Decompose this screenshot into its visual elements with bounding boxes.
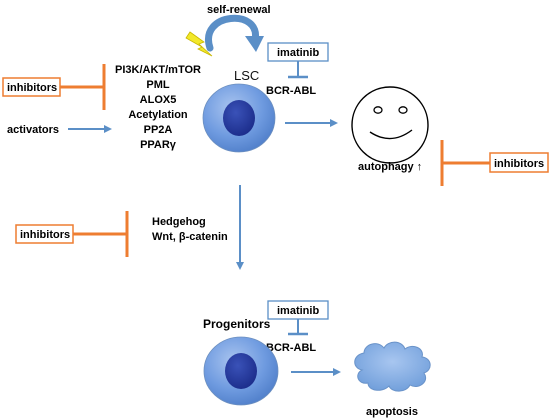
bcr-abl-label-top: BCR-ABL — [266, 85, 316, 97]
pathway-item: Acetylation — [128, 109, 188, 121]
pathway-list-top: PI3K/AKT/mTOR PML ALOX5 Acetylation PP2A… — [115, 64, 201, 151]
apoptosis-label: apoptosis — [366, 406, 418, 418]
bcr-abl-label-bottom: BCR-ABL — [266, 342, 316, 354]
inhibition-bar-middle — [73, 211, 129, 257]
pathway-wnt: Wnt, β-catenin — [152, 231, 228, 243]
pathway-item: ALOX5 — [140, 94, 177, 106]
progenitors-label: Progenitors — [203, 317, 271, 331]
lightning-icon — [185, 31, 213, 57]
self-renewal-label: self-renewal — [207, 4, 271, 16]
smiley-face-icon — [351, 86, 429, 164]
lsc-cell — [202, 83, 276, 153]
imatinib-inhibition-bottom — [288, 319, 308, 336]
inhibitors-label-middle: inhibitors — [20, 229, 70, 241]
lsc-nucleus — [223, 100, 255, 136]
curved-arrow-icon — [205, 14, 264, 52]
progenitor-cell — [203, 336, 279, 406]
activators-label: activators — [7, 124, 59, 136]
pathway-item: PI3K/AKT/mTOR — [115, 64, 201, 76]
inhibition-bar-right — [440, 140, 490, 186]
lsc-label: LSC — [234, 68, 259, 83]
inhibitors-label-right: inhibitors — [494, 158, 544, 170]
pathway-item: PP2A — [144, 124, 173, 136]
imatinib-label-top: imatinib — [277, 47, 319, 59]
imatinib-inhibition-top — [288, 61, 308, 79]
inhibitors-box-right — [489, 152, 549, 173]
pathway-hedgehog: Hedgehog — [152, 216, 206, 228]
inhibition-bar-left — [60, 64, 106, 110]
autophagy-label: autophagy ↑ — [358, 161, 422, 173]
progenitor-nucleus — [225, 353, 257, 389]
pathway-item: PPARγ — [140, 139, 177, 151]
inhibitors-label-left: inhibitors — [7, 82, 57, 94]
imatinib-label-bottom: imatinib — [277, 305, 319, 317]
apoptotic-cloud-icon — [354, 341, 431, 392]
pathway-item: PML — [146, 79, 170, 91]
